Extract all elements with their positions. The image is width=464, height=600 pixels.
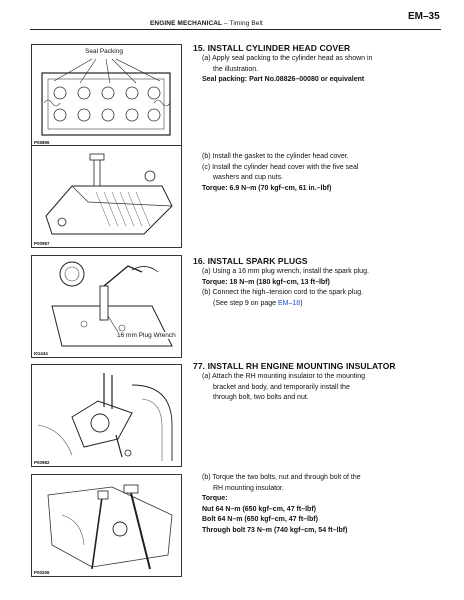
step-77b-line-2: RH mounting insulator. xyxy=(213,484,284,492)
step-15a-line-2: the illustration. xyxy=(213,65,259,73)
step-15-continued: (b) Install the gasket to the cylinder h… xyxy=(193,152,443,194)
step-16-torque-spec: Torque: 18 N–m (180 kgf–cm, 13 ft–lbf) xyxy=(202,278,330,286)
figure-id: P00206 xyxy=(34,570,50,575)
figure-spark-plug: 16 mm Plug Wrench I01444 xyxy=(31,255,182,358)
figure-callout-seal-packing: Seal Packing xyxy=(84,48,124,55)
through-bolt-torque-spec: Through bolt 73 N–m (740 kgf–cm, 54 ft–l… xyxy=(202,526,348,534)
cylinder-head-illustration xyxy=(41,58,171,136)
figure-id: I01444 xyxy=(34,351,48,356)
figure-id: P05896 xyxy=(34,140,50,145)
step-15b-line: (b) Install the gasket to the cylinder h… xyxy=(202,153,349,160)
page-number: EM–35 xyxy=(408,11,440,22)
spark-plug-illustration xyxy=(51,261,173,347)
reference-prefix: (See step 9 on page xyxy=(213,299,278,307)
step-15-torque-spec: Torque: 6.9 N–m (70 kgf–cm, 61 in.–lbf) xyxy=(202,184,332,192)
figure-id: P00987 xyxy=(34,241,50,246)
figure-mounting-insulator: P00982 xyxy=(31,364,182,467)
header-divider xyxy=(30,29,441,30)
header-section: ENGINE MECHANICAL xyxy=(150,20,223,27)
step-77-section: 77. INSTALL RH ENGINE MOUNTING INSULATOR… xyxy=(193,361,443,404)
step-77a-line-3: through bolt, two bolts and nut. xyxy=(213,394,309,401)
mounting-insulator-illustration xyxy=(37,373,173,461)
step-77a-line-1: (a) Attach the RH mounting insulator to … xyxy=(202,373,366,380)
step-16-section: 16. INSTALL SPARK PLUGS (a) Using a 16 m… xyxy=(193,256,443,309)
step-15a-line-1: (a) Apply seal packing to the cylinder h… xyxy=(202,55,373,62)
step-16b-line: (b) Connect the high–tension cord to the… xyxy=(202,289,364,296)
header-subsection: Timing Belt xyxy=(229,20,263,27)
reference-suffix: ) xyxy=(300,299,303,307)
step-77b-line-1: (b) Torque the two bolts, nut and throug… xyxy=(202,474,361,481)
step-15-section: 15. INSTALL CYLINDER HEAD COVER (a) Appl… xyxy=(193,43,443,86)
bolt-torque-spec: Bolt 64 N–m (650 kgf–cm, 47 ft–lbf) xyxy=(202,516,318,523)
figure-callout-plug-wrench: 16 mm Plug Wrench xyxy=(116,332,177,339)
step-16-title: 16. INSTALL SPARK PLUGS xyxy=(193,256,308,266)
figure-id: P00982 xyxy=(34,460,50,465)
figure-head-cover: P00987 xyxy=(31,145,182,248)
step-15-title: 15. INSTALL CYLINDER HEAD COVER xyxy=(193,43,351,53)
step-16a-line: (a) Using a 16 mm plug wrench, install t… xyxy=(202,268,369,275)
step-77-continued: (b) Torque the two bolts, nut and throug… xyxy=(193,473,443,536)
page-link-em-18[interactable]: EM–18 xyxy=(278,299,301,307)
step-77a-line-2: bracket and body, and temporarily instal… xyxy=(213,383,350,391)
running-header: ENGINE MECHANICAL – Timing Belt xyxy=(150,20,263,27)
head-cover-illustration xyxy=(45,153,173,235)
figure-seal-packing: Seal Packing P05896 xyxy=(31,44,182,147)
torque-label: Torque: xyxy=(202,495,228,502)
step-77-title: 77. INSTALL RH ENGINE MOUNTING INSULATOR xyxy=(193,361,396,371)
step-15c-line-2: washers and cup nuts. xyxy=(213,174,284,181)
step-16-reference: (See step 9 on page EM–18) xyxy=(193,299,443,310)
step-15c-line-1: (c) Install the cylinder head cover with… xyxy=(202,163,359,171)
nut-torque-spec: Nut 64 N–m (650 kgf–cm, 47 ft–lbf) xyxy=(202,505,316,513)
seal-packing-spec: Seal packing: Part No.08826–00080 or equ… xyxy=(202,76,365,83)
figure-torque-insulator: P00206 xyxy=(31,474,182,577)
header-separator: – xyxy=(223,20,228,27)
torque-wrench-illustration xyxy=(47,484,173,570)
